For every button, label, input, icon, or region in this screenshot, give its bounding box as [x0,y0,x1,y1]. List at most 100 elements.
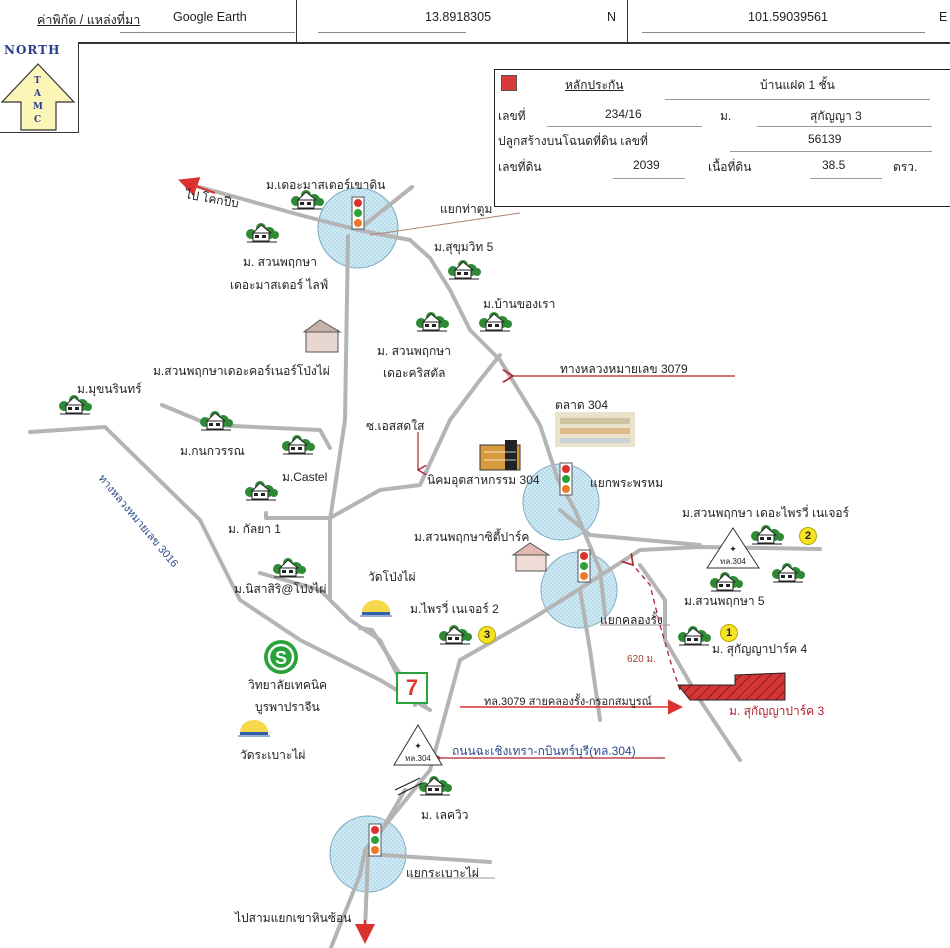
land-no-value: 2039 [633,158,660,172]
label-college-1: วิทยาลัยเทคนิค [248,678,328,692]
label-castel: ม.Castel [282,470,328,484]
road [356,185,414,232]
label-ban-khong-rao: ม.บ้านของเรา [483,297,556,311]
label-lake-view: ม. เลควิว [421,808,469,822]
deed-value: 56139 [808,132,842,146]
lat-underline [318,32,466,33]
north-arrow: NORTH T A M C [0,42,79,133]
label-corner-pong-phai: ม.สวนพฤกษาเดอะคอร์เนอร์โป่งไผ่ [153,364,330,378]
label-wat-pong-phai: วัดโป่งไผ่ [368,570,416,584]
badge-3: 3 [478,626,496,644]
road-3016 [28,425,432,712]
badge-1: 1 [720,624,738,642]
label-the-master-khao-din: ม.เดอะมาสเตอร์เขาดิน [266,178,386,192]
college-logo-icon: S [264,640,298,674]
label-nisasiri: ม.นิสาสิริ@โป่งไผ่ [234,582,327,596]
source-value: Google Earth [173,10,247,24]
label-khlong-rang-junction: แยกคลองรั้ง [600,613,663,627]
longitude-value: 101.59039561 [748,10,828,24]
underline [730,151,932,152]
north-letter-t: T [34,76,41,86]
label-tha-tum-junction: แยกท่าตูม [440,202,493,216]
village-icon [438,624,473,645]
village-value: สุกัญญา 3 [810,109,862,123]
deed-label: ปลูกสร้างบนโฉนดที่ดิน เลขที่ [498,134,648,148]
collateral-value: บ้านแฝด 1 ชั้น [760,78,835,92]
area-unit: ตรว. [893,160,918,174]
railway-break-icon [394,777,423,796]
lon-underline [642,32,925,33]
village-icon [771,562,806,583]
road [258,571,352,622]
road [366,852,492,864]
svg-text:ทล.304: ทล.304 [405,754,431,763]
latitude-value: 13.8918305 [425,10,492,24]
village-icon [750,524,785,545]
label-suan-pruksa-crystal: ม. สวนพฤกษา [377,344,451,358]
road [578,588,602,722]
label-road-304: ถนนฉะเชิงเทรา-กบินทร์บุรี(ทล.304) [452,744,636,758]
collateral-marker-swatch [501,75,517,91]
highway-304-shield-icon: ทล.304 ✦ [393,724,443,766]
collateral-label: หลักประกัน [565,78,624,92]
label-market-304: ตลาด 304 [555,398,609,412]
industrial-building-icon [479,440,521,471]
label-college-2: บูรพาปราจีน [255,700,320,714]
house-no-label: เลขที่ [498,109,526,123]
traffic-light-icon [351,196,365,230]
divider [627,0,628,42]
svg-text:✦: ✦ [414,742,422,752]
label-suan-pruksa-master-life-2: เดอะมาสเตอร์ ไลฟ์ [230,278,329,292]
source-underline [120,32,295,33]
latitude-dir: N [607,10,617,24]
label-phra-phrom-junction: แยกพระพรหม [590,476,664,490]
badge-2: 2 [799,527,817,545]
label-wat-rabao-phai: วัดระเบาะไผ่ [240,748,306,762]
label-sukanya-park-4: ม. สุกัญญาปาร์ค 4 [712,642,808,656]
underline [810,178,882,179]
highway-304-shield-icon: ทล.304 ✦ [706,527,760,569]
label-kanokwan: ม.กนกวรรณ [180,444,245,458]
underline [613,178,685,179]
underline [665,99,930,100]
village-icon [478,311,513,332]
house-icon [302,319,342,353]
label-industrial-304: นิคมอุตสาหกรรม 304 [427,473,540,487]
traffic-light-icon [577,549,591,583]
area-value: 38.5 [822,158,846,172]
village-icon [447,259,482,280]
label-rabao-phai-junction: แยกระเบาะไผ่ [406,866,479,880]
route-dashed [633,565,681,691]
temple-icon [359,599,393,617]
north-letter-m: M [33,102,43,112]
roads [28,181,822,948]
area-label: เนื้อที่ดิน [708,160,752,174]
north-letter-a: A [34,89,41,99]
road [638,563,742,762]
coordinate-header: ค่าพิกัด / แหล่งที่มา Google Earth 13.89… [0,0,950,44]
label-mukharin: ม.มุขนรินทร์ [77,382,142,396]
village-icon [677,625,712,646]
svg-text:S: S [275,648,287,668]
label-suan-pruksa-master-life: ม. สวนพฤกษา [243,255,317,269]
svg-text:ทล.304: ทล.304 [720,557,746,566]
subject-plot [676,672,786,701]
market-photo-icon [555,412,635,447]
label-suan-pruksa-city-park: ม.สวนพฤกษาซิตี้ปาร์ค [414,530,530,544]
leader-line [369,212,521,236]
traffic-light-icon [559,462,573,496]
north-title: NORTH [4,43,61,57]
label-suan-pruksa-crystal-2: เดอะคริสตัล [383,366,446,380]
road [328,234,427,707]
temple-icon [237,719,271,737]
underline [757,126,932,127]
village-icon [281,434,316,455]
village-icon [244,480,279,501]
collateral-info-box: หลักประกัน บ้านแฝด 1 ชั้น เลขที่ 234/16 … [494,69,950,207]
label-suan-pruksa-5: ม.สวนพฤกษา 5 [684,594,765,608]
village-icon [415,311,450,332]
label-sukanya-park-3: ม. สุกัญญาปาร์ค 3 [729,704,825,718]
house-icon [511,542,551,572]
house-no-value: 234/16 [605,107,642,121]
